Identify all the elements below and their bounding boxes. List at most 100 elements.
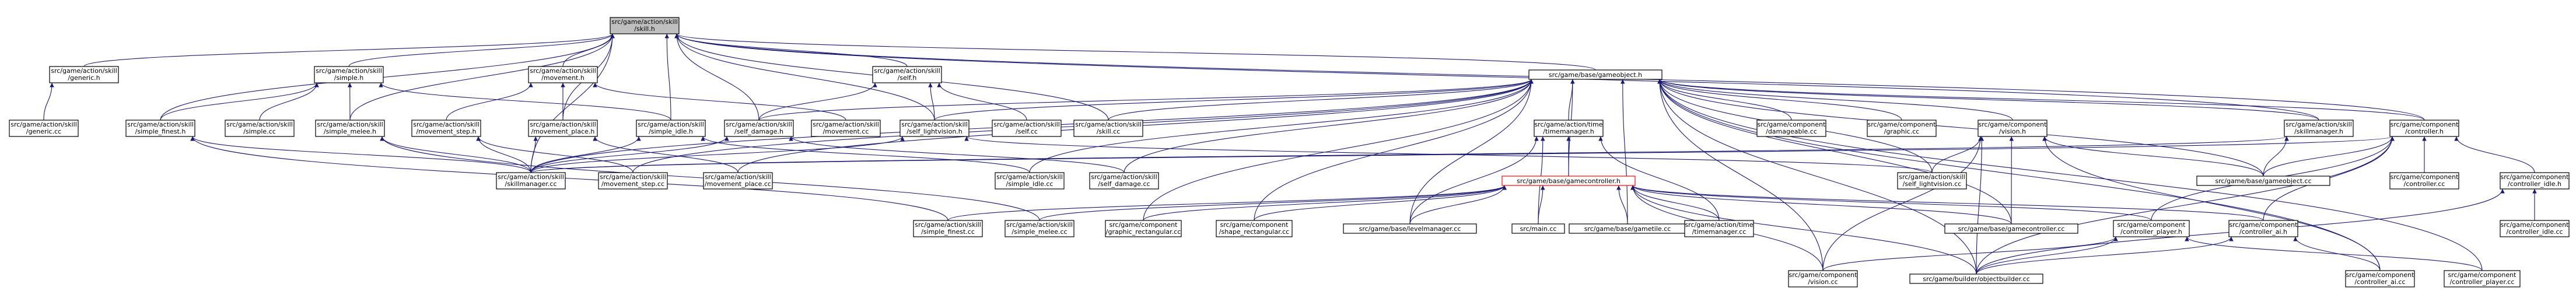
node-box xyxy=(900,120,970,137)
edge-gameobject-h-to-gametile-cc xyxy=(1620,79,1628,225)
edge-self-h-to-self-lightvision-h xyxy=(928,82,935,121)
node-skillmanager-cc[interactable]: src/game/action/skill/skillmanager.cc xyxy=(496,172,566,190)
node-box xyxy=(125,120,195,137)
node-movement-place-h[interactable]: src/game/action/skill/movement_place.h xyxy=(528,120,598,137)
node-skillmanager-h[interactable]: src/game/action/skill/skillmanager.h xyxy=(2284,120,2354,137)
node-label: /movement_step.cc xyxy=(601,180,664,188)
node-self-lightvision-cc[interactable]: src/game/action/skill/self_lightvision.c… xyxy=(1897,172,1967,190)
node-damageable-cc[interactable]: src/game/component/damageable.cc xyxy=(1756,120,1826,137)
node-box xyxy=(411,120,481,137)
node-self-damage-h[interactable]: src/game/action/skill/self_damage.h xyxy=(724,120,794,137)
node-vision-h[interactable]: src/game/component/vision.h xyxy=(1978,120,2048,137)
node-gametile-cc[interactable]: src/game/base/gametile.cc xyxy=(1569,223,1686,234)
node-label: src/game/base/gamecontroller.cc xyxy=(1958,225,2065,233)
node-skill-h[interactable]: src/game/action/skill/skill.h xyxy=(610,17,680,34)
edge-simple-h-to-simple-idle-h xyxy=(379,82,671,121)
node-gameobject-h[interactable]: src/game/base/gameobject.h xyxy=(1528,69,1662,80)
node-label: src/game/component xyxy=(2501,173,2570,181)
edge-gamecontroller-h-to-graphic-rectangular-cc xyxy=(1143,185,1507,221)
node-simple-idle-cc[interactable]: src/game/action/skill/simple_idle.cc xyxy=(995,172,1065,190)
node-simple-finest-h[interactable]: src/game/action/skill/simple_finest.h xyxy=(125,120,195,137)
node-label: src/game/action/skill xyxy=(498,173,564,181)
node-generic-cc[interactable]: src/game/action/skill/generic.cc xyxy=(9,120,79,137)
node-box xyxy=(49,66,119,83)
node-layer: src/game/action/skill/skill.h src/game/ac… xyxy=(9,17,2570,288)
node-graphic-cc[interactable]: src/game/component/graphic.cc xyxy=(1867,120,1937,137)
node-controller-player-h[interactable]: src/game/component/controller_player.h xyxy=(2113,220,2190,237)
edge-skill-h-to-self-h xyxy=(674,33,908,67)
edge-gameobject-h-to-skillmanager-h xyxy=(1657,79,2319,121)
node-gamecontroller-cc[interactable]: src/game/base/gamecontroller.cc xyxy=(1944,223,2078,234)
node-movement-step-cc[interactable]: src/game/action/skill/movement_step.cc xyxy=(598,172,668,190)
node-self-lightvision-h[interactable]: src/game/action/skill/self_lightvision.h xyxy=(900,120,970,137)
node-timemanager-cc[interactable]: src/game/action/time/timemanager.cc xyxy=(1684,220,1754,237)
node-label: src/game/action/time xyxy=(1534,121,1602,128)
node-skill-cc[interactable]: src/game/action/skill/skill.cc xyxy=(1073,120,1143,137)
node-box xyxy=(1534,120,1604,137)
edge-skill-h-to-self-damage-h xyxy=(674,33,760,121)
node-controller-idle-h[interactable]: src/game/component/controller_idle.h xyxy=(2500,172,2570,190)
edge-simple-finest-h-to-simple-finest-cc xyxy=(190,136,949,221)
node-self-h[interactable]: src/game/action/skill/self.h xyxy=(872,66,942,83)
node-self-cc[interactable]: src/game/action/skill/self.cc xyxy=(992,120,1062,137)
node-controller-player-cc[interactable]: src/game/component/controller_player.cc xyxy=(2444,270,2521,288)
node-label: src/game/action/skill xyxy=(317,121,383,128)
node-box xyxy=(1944,223,2078,234)
node-box xyxy=(2196,176,2330,186)
node-simple-melee-cc[interactable]: src/game/action/skill/simple_melee.cc xyxy=(1005,220,1074,237)
node-controller-idle-cc[interactable]: src/game/component/controller_idle.cc xyxy=(2500,220,2570,237)
node-movement-step-h[interactable]: src/game/action/skill/movement_step.h xyxy=(411,120,481,137)
node-box xyxy=(1756,120,1826,137)
node-graphic-rectangular-cc[interactable]: src/game/component/graphic_rectangular.c… xyxy=(1105,220,1182,237)
node-simple-idle-h[interactable]: src/game/action/skill/simple_idle.h xyxy=(636,120,706,137)
node-box xyxy=(1511,223,1565,234)
node-label: /graphic_rectangular.cc xyxy=(1106,228,1181,236)
node-controller-cc[interactable]: src/game/component/controller.cc xyxy=(2389,172,2459,190)
edge-skill-h-to-generic-h xyxy=(83,33,615,67)
node-levelmanager-cc[interactable]: src/game/base/levelmanager.cc xyxy=(1343,223,1477,234)
node-label: /timemanager.h xyxy=(1543,128,1594,135)
node-controller-h[interactable]: src/game/component/controller.h xyxy=(2389,120,2459,137)
node-label: /simple_finest.h xyxy=(135,128,186,135)
node-generic-h[interactable]: src/game/action/skill/generic.h xyxy=(49,66,119,83)
edge-gamecontroller-h-to-objectbuilder-cc xyxy=(1630,185,1977,275)
node-label: /movement.cc xyxy=(823,128,869,135)
node-movement-place-cc[interactable]: src/game/action/skill/movement_place.cc xyxy=(703,172,773,190)
node-movement-h[interactable]: src/game/action/skill/movement.h xyxy=(528,66,598,83)
node-label: src/game/component xyxy=(2448,271,2517,279)
node-objectbuilder-cc[interactable]: src/game/builder/objectbuilder.cc xyxy=(1909,274,2043,284)
node-simple-h[interactable]: src/game/action/skill/simple.h xyxy=(314,66,384,83)
edge-controller-ai-h-to-objectbuilder-cc xyxy=(1976,236,2234,275)
edge-controller-player-h-to-vision-cc xyxy=(1822,236,2118,271)
node-simple-melee-h[interactable]: src/game/action/skill/simple_melee.h xyxy=(315,120,385,137)
edge-gamecontroller-h-to-gamecontroller-cc xyxy=(1630,185,2012,225)
node-label: src/game/base/gameobject.h xyxy=(1549,71,1642,79)
edge-gameobject-h-to-controller-h xyxy=(1657,79,2425,121)
node-simple-finest-cc[interactable]: src/game/action/skill/simple_finest.cc xyxy=(913,220,983,237)
node-label: /movement_step.h xyxy=(416,128,477,135)
node-shape-rectangular-cc[interactable]: src/game/component/shape_rectangular.cc xyxy=(1216,220,1293,237)
node-self-damage-cc[interactable]: src/game/action/skill/self_damage.cc xyxy=(1089,172,1159,190)
node-movement-cc[interactable]: src/game/action/skill/movement.cc xyxy=(811,120,881,137)
edge-controller-player-h-to-controller-player-cc xyxy=(2185,236,2483,271)
node-gameobject-cc[interactable]: src/game/base/gameobject.cc xyxy=(2196,176,2330,186)
edge-skill-h-to-movement-h xyxy=(562,33,615,67)
node-main-cc[interactable]: src/main.cc xyxy=(1511,223,1565,234)
node-vision-cc[interactable]: src/game/component/vision.cc xyxy=(1788,270,1858,288)
node-label: src/game/action/skill xyxy=(901,121,968,128)
node-label: src/game/action/skill xyxy=(1091,173,1157,181)
node-simple-cc[interactable]: src/game/action/skill/simple.cc xyxy=(225,120,295,137)
edge-skill-h-to-self-lightvision-h xyxy=(674,33,935,121)
node-label: /controller_player.h xyxy=(2120,228,2182,236)
edge-simple-idle-h-to-simple-idle-cc xyxy=(701,136,1030,173)
node-controller-ai-h[interactable]: src/game/component/controller_ai.h xyxy=(2228,220,2298,237)
node-box xyxy=(703,172,773,190)
edge-simple-melee-h-to-skillmanager-cc xyxy=(380,136,531,173)
node-gamecontroller-h[interactable]: src/game/base/gamecontroller.h xyxy=(1502,176,1636,186)
node-timemanager-h[interactable]: src/game/action/time/timemanager.h xyxy=(1534,120,1604,137)
node-label: /controller.h xyxy=(2405,128,2444,135)
node-controller-ai-cc[interactable]: src/game/component/controller_ai.cc xyxy=(2345,270,2415,288)
node-box xyxy=(1867,120,1937,137)
edge-gameobject-h-to-graphic-rectangular-cc xyxy=(1143,79,1534,221)
node-label: src/game/action/skill xyxy=(993,121,1060,128)
